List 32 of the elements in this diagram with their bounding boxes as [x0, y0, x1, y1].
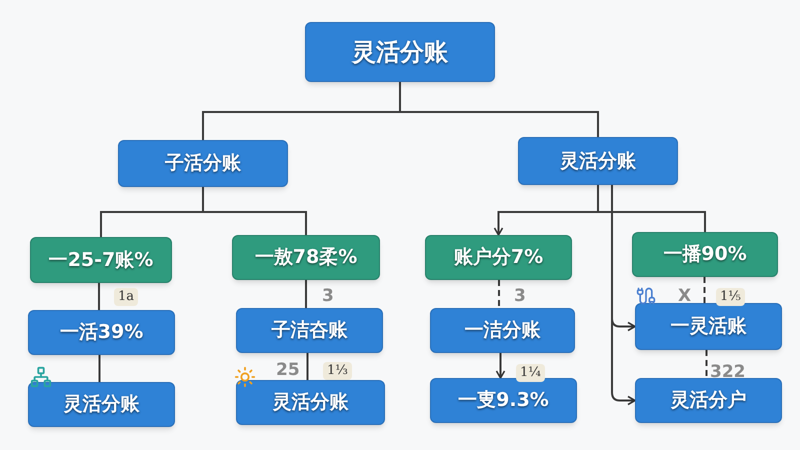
process-box: 子活分账	[118, 140, 288, 187]
arrow	[496, 353, 506, 379]
connector-line	[399, 82, 599, 137]
process-box: 灵活分账	[518, 137, 678, 185]
connector-line	[706, 350, 708, 378]
process-box: 灵活分账	[236, 380, 385, 425]
badge-label: 1a	[114, 288, 138, 306]
connector-line	[498, 280, 500, 308]
step-box: 一敖78柔%	[232, 235, 380, 280]
connector-line	[704, 277, 706, 303]
faded-number: 25	[276, 359, 300, 382]
faded-number: 3	[322, 285, 334, 308]
process-box: 子洁夻账	[236, 308, 383, 353]
process-box: 灵活分账	[28, 382, 175, 427]
arrow	[611, 185, 636, 406]
step-box: 一播90%	[632, 232, 778, 277]
badge-label: 1⅕	[716, 288, 745, 306]
process-box: 灵活分账	[305, 22, 495, 82]
process-box: 一洁分账	[430, 308, 575, 353]
badge-label: 1¼	[516, 364, 545, 382]
connector-line	[305, 280, 307, 308]
process-box: 一灵活账	[635, 303, 782, 350]
faded-number: 3	[514, 285, 526, 308]
connector-line	[306, 353, 308, 380]
connector-line	[98, 355, 100, 382]
step-box: 账户分7%	[425, 235, 572, 280]
connector-line	[98, 283, 100, 310]
badge-label: 1⅓	[323, 362, 352, 380]
process-box: 灵活分户	[635, 378, 782, 423]
process-box: 一叓9.3%	[430, 378, 577, 423]
step-box: 一25-7账%	[30, 237, 172, 283]
process-box: 一活39%	[28, 310, 175, 355]
